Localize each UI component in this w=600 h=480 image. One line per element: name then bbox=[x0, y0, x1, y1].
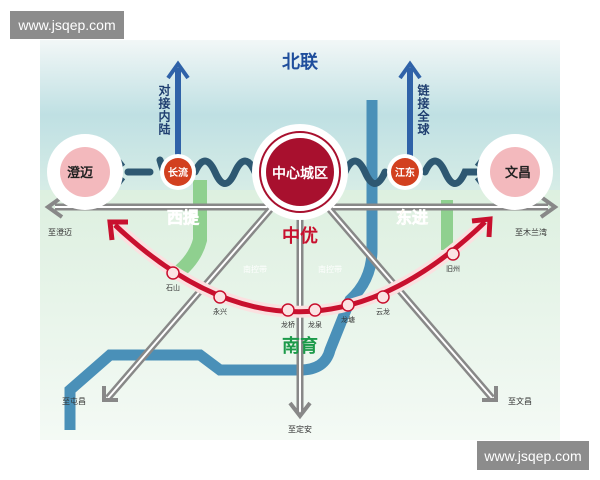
arrow-southeast bbox=[482, 386, 498, 402]
label-north: 北联 bbox=[282, 52, 318, 73]
station-label: 龙泉 bbox=[308, 320, 322, 329]
label-to-dingan: 至定安 bbox=[288, 424, 312, 434]
center-ring bbox=[259, 131, 341, 213]
arrow-north-global bbox=[398, 60, 422, 165]
station-marker bbox=[376, 290, 390, 304]
label-to-mulanwan: 至木兰湾 bbox=[515, 227, 547, 237]
arrow-southwest bbox=[102, 386, 118, 402]
station-marker bbox=[166, 266, 180, 280]
station-label: 龙塘 bbox=[341, 315, 355, 324]
station-label: 永兴 bbox=[213, 307, 227, 316]
station-marker bbox=[341, 298, 355, 312]
arc-arrow-west bbox=[107, 219, 128, 241]
label-to-chengmai: 至澄迈 bbox=[48, 227, 72, 237]
label-mid: 中优 bbox=[282, 225, 318, 247]
station-marker bbox=[308, 303, 322, 317]
label-south: 南育 bbox=[282, 335, 318, 357]
label-to-global: 链接全球 bbox=[416, 84, 430, 136]
label-center: 中心城区 bbox=[272, 165, 328, 182]
rail-arc bbox=[113, 220, 487, 315]
chengmai-node bbox=[60, 147, 110, 197]
label-to-inland: 对接内陆 bbox=[157, 84, 171, 136]
center-node bbox=[266, 138, 334, 206]
label-to-wenchang: 至文昌 bbox=[508, 396, 532, 406]
label-changliu: 长流 bbox=[168, 166, 188, 179]
jiangdong-node bbox=[391, 158, 419, 186]
station-label: 龙桥 bbox=[281, 320, 295, 329]
station-label: 云龙 bbox=[376, 307, 390, 316]
station-marker bbox=[213, 290, 227, 304]
station-marker bbox=[446, 247, 460, 261]
watermark-bottom: www.jsqep.com bbox=[477, 441, 589, 470]
station-label: 石山 bbox=[166, 283, 180, 292]
arc-arrow-east bbox=[471, 216, 493, 238]
wenchang-node bbox=[490, 147, 540, 197]
changliu-node bbox=[164, 158, 192, 186]
watermark-top: www.jsqep.com bbox=[10, 11, 124, 39]
label-west: 西提 bbox=[167, 208, 200, 227]
label-wenchang: 文昌 bbox=[505, 165, 531, 181]
label-jiangdong: 江东 bbox=[395, 166, 415, 179]
label-south-belt-1: 南控带 bbox=[243, 264, 267, 274]
label-chengmai: 澄迈 bbox=[67, 165, 93, 181]
river bbox=[64, 100, 378, 430]
label-east: 东进 bbox=[396, 208, 428, 227]
label-to-tunchang: 至屯昌 bbox=[62, 396, 86, 406]
station-label: 旧州 bbox=[446, 265, 460, 273]
arrow-north-inland bbox=[166, 60, 190, 165]
arrow-south bbox=[288, 401, 312, 420]
label-south-belt-2: 南控带 bbox=[318, 264, 342, 274]
station-marker bbox=[281, 303, 295, 317]
